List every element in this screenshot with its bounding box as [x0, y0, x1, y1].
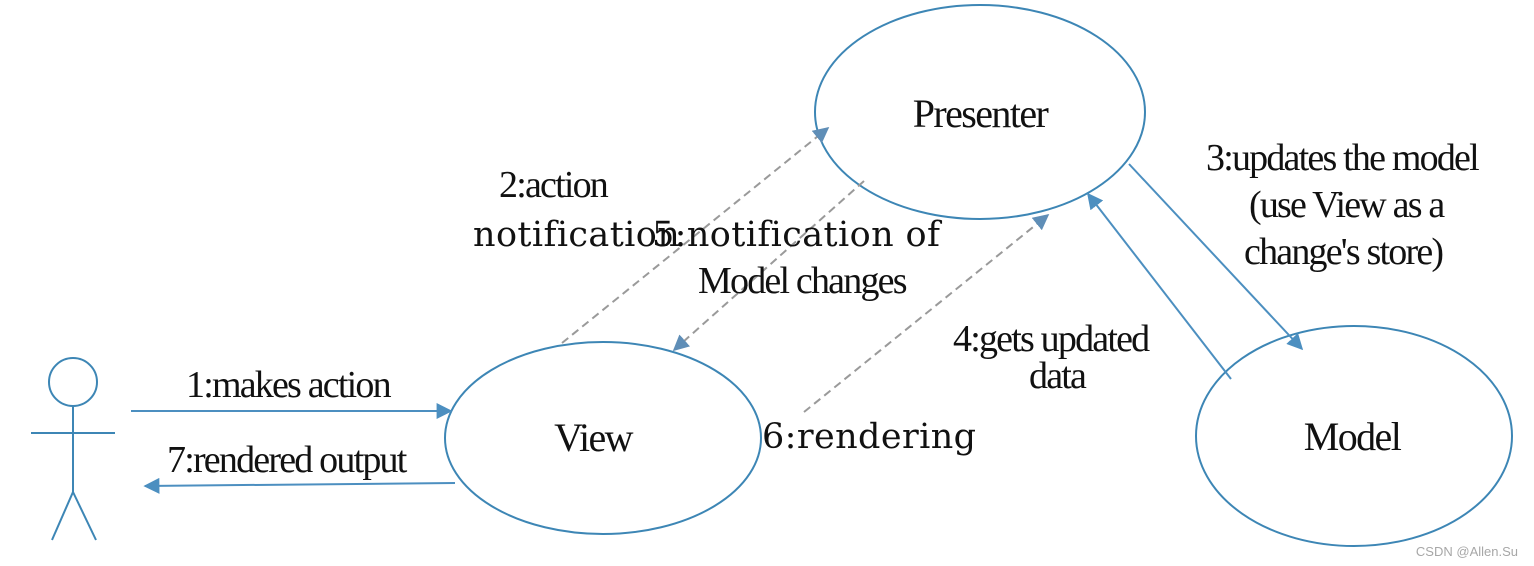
arrow-rendered-output — [143, 477, 456, 494]
model-ellipse — [1195, 325, 1513, 547]
view-ellipse — [444, 341, 762, 535]
view-label: View — [554, 415, 634, 460]
label-action-notification-line1: 2:action — [499, 164, 609, 206]
label-rendering: 6:rendering — [762, 417, 976, 457]
presenter-label: Presenter — [913, 91, 1049, 136]
arrow-rendering — [803, 213, 1050, 413]
label-gets-updated-data-line2: data — [1029, 355, 1087, 397]
label-updates-model-line2: (use View as a — [1249, 184, 1445, 226]
view-node: View — [444, 341, 762, 535]
label-updates-model-line1: 3:updates the model — [1206, 137, 1479, 179]
presenter-ellipse — [814, 4, 1146, 220]
actor-left-leg — [51, 491, 74, 541]
model-node: Model — [1195, 325, 1513, 547]
arrow-updates-model — [1128, 163, 1304, 351]
label-gets-updated-data-line1: 4:gets updated — [953, 318, 1150, 360]
label-model-changes-line1: 5:notification of — [652, 215, 943, 255]
watermark-text: CSDN @Allen.Su — [1416, 544, 1518, 559]
presenter-node: Presenter — [814, 4, 1146, 220]
label-action-notification-line2: notification — [473, 215, 680, 255]
arrow-gets-updated-data — [1087, 192, 1232, 380]
label-makes-action: 1:makes action — [186, 364, 392, 406]
arrow-action-notification — [561, 126, 830, 344]
label-updates-model-line3: change's store) — [1244, 231, 1442, 273]
label-model-changes-line2: Model changes — [698, 260, 907, 302]
actor-head — [48, 357, 98, 407]
actor-right-leg — [72, 491, 97, 541]
label-rendered-output: 7:rendered output — [167, 439, 408, 481]
actor-icon — [31, 357, 115, 541]
arrow-model-changes — [672, 180, 865, 352]
model-label: Model — [1304, 414, 1402, 459]
